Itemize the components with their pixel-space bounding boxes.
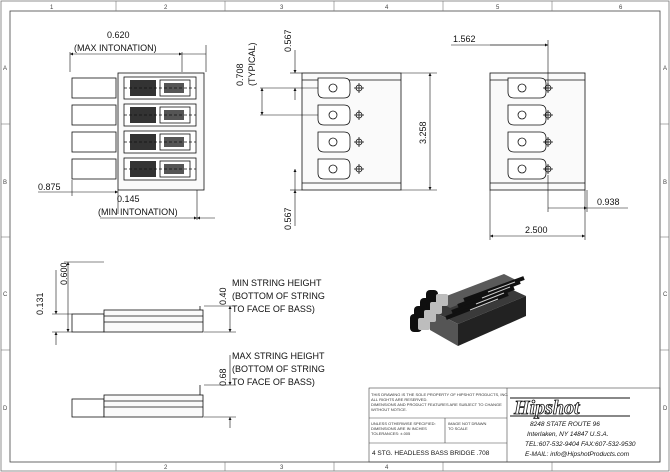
mount-slot-3	[507, 131, 553, 153]
bridge-bottom-view	[489, 72, 586, 191]
zone-labels: 1 2 3 4 5 6 2 3 4 A B C D A B C D	[3, 5, 668, 471]
unless-line-3: TOLERANCES: ±.005	[371, 431, 411, 436]
dim-left-offset: 0.875	[38, 182, 61, 192]
zone-col-4-bottom: 4	[385, 465, 389, 471]
dim-overall-width: 2.500	[525, 225, 548, 235]
dim-right-side: 0.938	[597, 197, 620, 207]
address-line-3: TEL:607-532-9404 FAX:607-532-9530	[525, 441, 636, 448]
scale-note-line-2: TO SCALE	[448, 426, 468, 431]
saddle-3	[123, 130, 197, 154]
logo-wordmark: Hipshot	[513, 397, 581, 419]
dim-min-string-height: 0.40	[218, 287, 228, 305]
side-view-min-height	[71, 306, 204, 333]
mount-slot-1	[507, 77, 553, 99]
notice-line-3: DIMENSIONS AND PRODUCT FEATURES ARE SUBJ…	[371, 402, 502, 407]
dim-max-intonation-label: (MAX INTONATION)	[74, 43, 157, 53]
address-line-1: 8248 STATE ROUTE 96	[530, 421, 600, 428]
dims-right	[451, 40, 628, 240]
zone-col-3: 3	[280, 5, 284, 11]
dim-base-height: 0.131	[35, 292, 45, 315]
drawing-border	[9, 10, 661, 463]
saddle-4	[123, 157, 197, 181]
dim-edge-top: 0.567	[283, 29, 293, 52]
note-max-string-line-1: MAX STRING HEIGHT	[232, 351, 325, 361]
dim-max-string-height: 0.68	[218, 368, 228, 386]
dim-body-height: 0.600	[59, 262, 69, 285]
saddle-1	[123, 76, 197, 100]
dims-center	[260, 50, 437, 226]
dim-edge-bottom: 0.567	[283, 207, 293, 230]
unless-line-2: DIMENSIONS ARE IN INCHES	[371, 426, 427, 431]
zone-col-5: 5	[496, 5, 500, 11]
dims-top-left	[38, 45, 215, 220]
zone-row-d: D	[3, 406, 8, 412]
dim-right-top: 1.562	[453, 34, 476, 44]
zone-row-c-right: C	[663, 292, 668, 298]
part-title: 4 STG. HEADLESS BASS BRIDGE .708	[372, 450, 490, 457]
title-block	[368, 387, 661, 463]
notice-line-4: WITHOUT NOTICE.	[371, 407, 407, 412]
zone-row-d-right: D	[663, 406, 668, 412]
dim-min-intonation-label: (MIN INTONATION)	[98, 207, 178, 217]
notice-line-2: ALL RIGHTS ARE RESERVED.	[371, 397, 427, 402]
note-max-string-line-2: (BOTTOM OF STRING	[232, 364, 325, 374]
zone-row-c: C	[3, 292, 8, 298]
note-max-string-line-3: TO FACE OF BASS)	[232, 377, 315, 387]
dim-max-intonation-value: 0.620	[107, 30, 130, 40]
zone-col-2: 2	[164, 5, 168, 11]
notice-line-1: THIS DRAWING IS THE SOLE PROPERTY OF HIP…	[371, 392, 508, 397]
address-line-4: E-MAIL: info@HipshotProducts.com	[525, 451, 630, 458]
zone-col-2-bottom: 2	[164, 465, 168, 471]
dim-string-spacing-value: 0.708	[235, 63, 245, 86]
zone-row-a: A	[3, 66, 7, 72]
zone-row-a-right: A	[663, 66, 667, 72]
zone-col-6: 6	[619, 5, 623, 11]
note-min-string-line-3: TO FACE OF BASS)	[232, 304, 315, 314]
string-slot-1	[317, 77, 364, 99]
zone-col-3-bottom: 3	[280, 465, 284, 471]
note-min-string-line-1: MIN STRING HEIGHT	[232, 278, 322, 288]
zone-row-b-right: B	[663, 180, 667, 186]
zone-row-b: B	[3, 180, 7, 186]
address-line-2: Interlaken, NY 14847 U.S.A.	[527, 431, 609, 438]
bridge-3d-render	[410, 274, 526, 346]
bridge-front-view	[301, 72, 402, 191]
saddle-2	[123, 103, 197, 127]
zone-col-4: 4	[385, 5, 389, 11]
string-slot-3	[317, 131, 364, 153]
dims-max-height	[204, 355, 236, 428]
zone-col-1: 1	[50, 5, 54, 11]
scale-note-line-1: IMAGE NOT DRAWN	[448, 421, 487, 426]
string-slot-2	[317, 104, 364, 126]
dim-min-intonation-value: 0.145	[117, 194, 140, 204]
side-view-max-height	[71, 385, 204, 418]
hipshot-logo: Hipshot	[510, 397, 630, 419]
bridge-top-view	[71, 72, 205, 191]
string-slot-4	[317, 158, 364, 180]
dim-overall-height: 3.258	[418, 121, 428, 144]
dim-string-spacing-label: (TYPICAL)	[247, 42, 257, 86]
unless-line-1: UNLESS OTHERWISE SPECIFIED:	[371, 421, 436, 426]
dims-min-height	[52, 261, 236, 345]
mount-slot-2	[507, 104, 553, 126]
note-min-string-line-2: (BOTTOM OF STRING	[232, 291, 325, 301]
mount-slot-4	[507, 158, 553, 180]
